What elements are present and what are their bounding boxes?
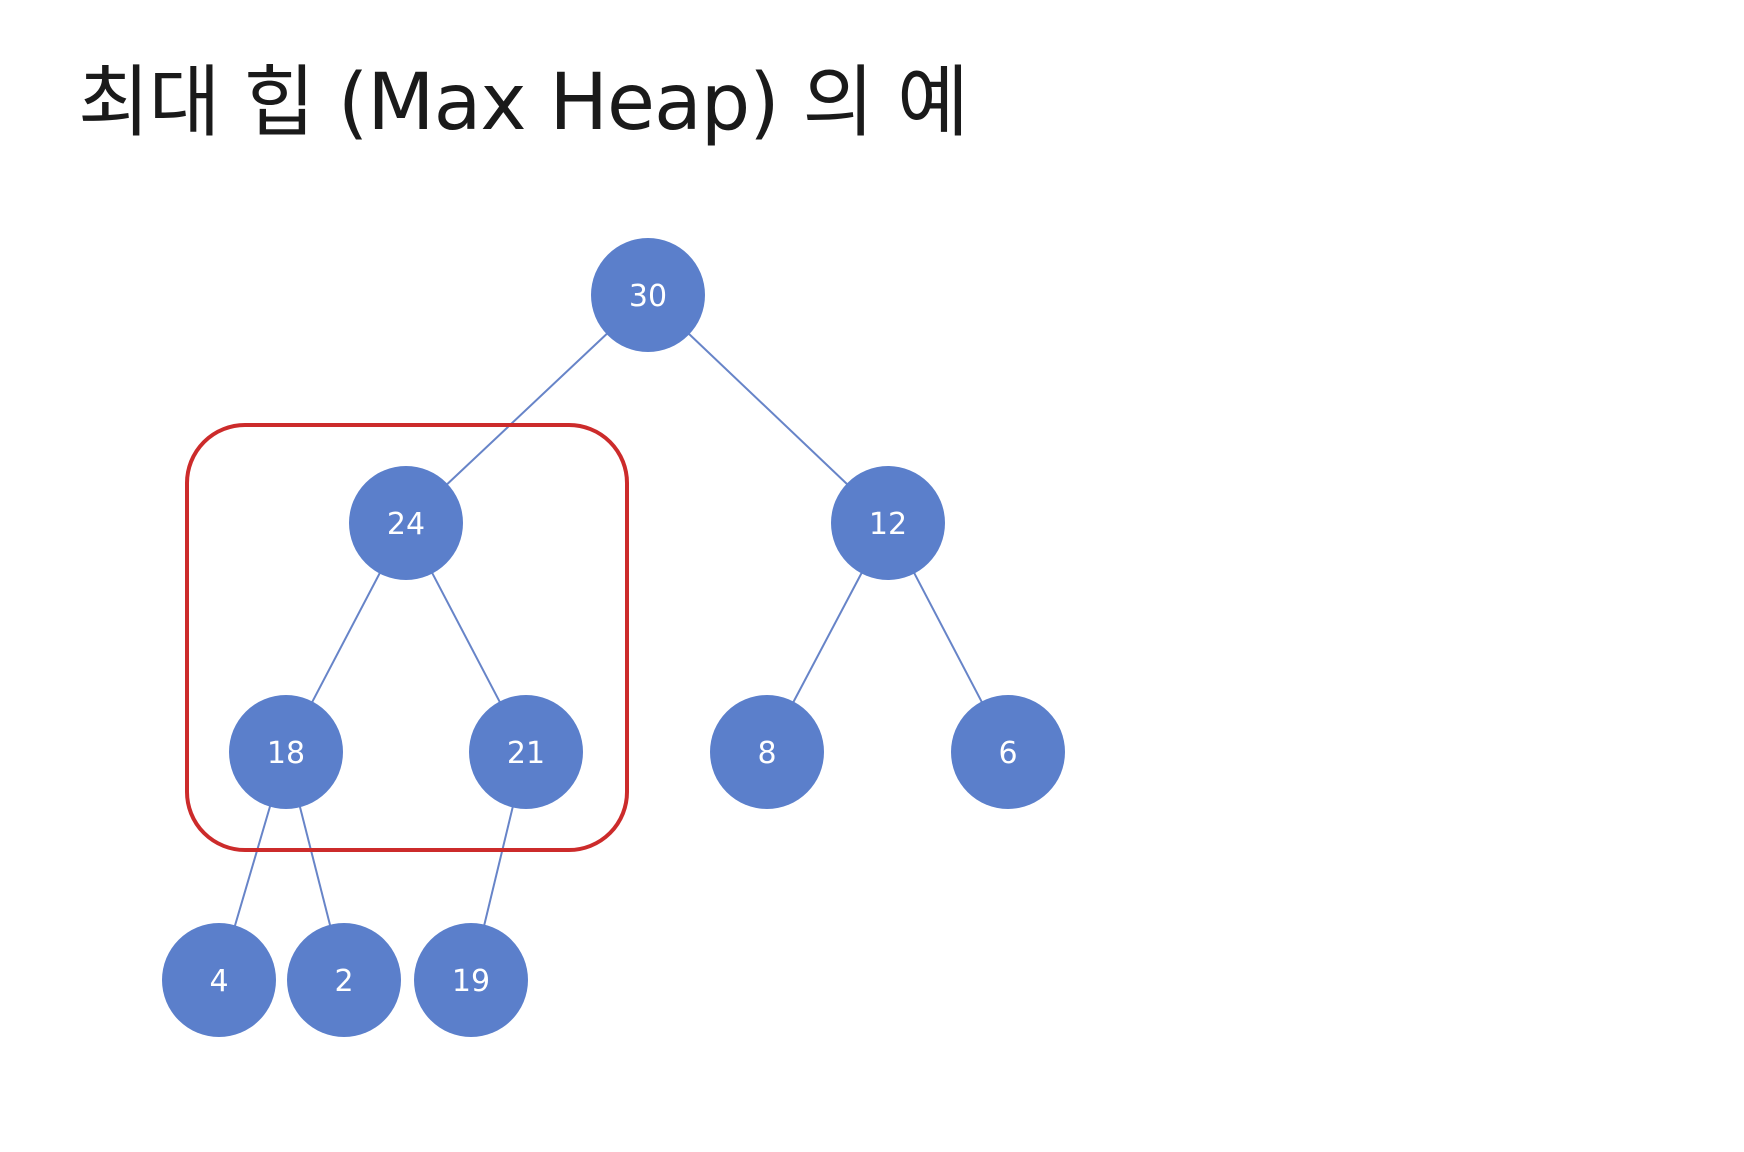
tree-node-circle [229, 695, 343, 809]
slide-title: 최대 힙 (Max Heap) 의 예 [78, 58, 969, 148]
tree-node-12: 12 [831, 466, 945, 580]
tree-node-label: 6 [998, 736, 1017, 771]
tree-node-19: 19 [414, 923, 528, 1037]
tree-node-label: 21 [507, 736, 545, 771]
tree-node-24: 24 [349, 466, 463, 580]
tree-node-circle [349, 466, 463, 580]
tree-edge-12-8 [790, 569, 865, 706]
tree-node-label: 19 [452, 964, 490, 999]
tree-node-circle [469, 695, 583, 809]
tree-node-circle [287, 923, 401, 1037]
tree-edge-18-4 [232, 802, 273, 930]
subtree-highlight-box [185, 423, 629, 852]
tree-node-circle [414, 923, 528, 1037]
tree-node-label: 18 [267, 736, 305, 771]
tree-edge-30-24 [443, 330, 611, 488]
tree-nodes: 30 24 12 18 21 8 6 4 2 19 [162, 238, 1065, 1037]
tree-edge-21-19 [482, 803, 515, 929]
tree-node-2: 2 [287, 923, 401, 1037]
tree-edge-30-12 [685, 330, 851, 488]
tree-node-label: 4 [209, 964, 228, 999]
tree-node-21: 21 [469, 695, 583, 809]
tree-node-circle [710, 695, 824, 809]
tree-node-circle [591, 238, 705, 352]
tree-node-circle [162, 923, 276, 1037]
tree-node-label: 8 [757, 736, 776, 771]
tree-node-8: 8 [710, 695, 824, 809]
tree-node-label: 24 [387, 507, 425, 542]
tree-edge-24-18 [309, 569, 383, 706]
tree-node-label: 30 [629, 279, 667, 314]
tree-node-label: 12 [869, 507, 907, 542]
tree-node-label: 2 [334, 964, 353, 999]
tree-edge-24-21 [429, 569, 503, 706]
tree-node-circle [831, 466, 945, 580]
tree-node-30: 30 [591, 238, 705, 352]
tree-edge-12-6 [911, 569, 985, 706]
tree-edge-18-2 [298, 803, 332, 929]
tree-edges [232, 330, 985, 930]
tree-node-circle [951, 695, 1065, 809]
tree-node-6: 6 [951, 695, 1065, 809]
tree-node-4: 4 [162, 923, 276, 1037]
tree-node-18: 18 [229, 695, 343, 809]
